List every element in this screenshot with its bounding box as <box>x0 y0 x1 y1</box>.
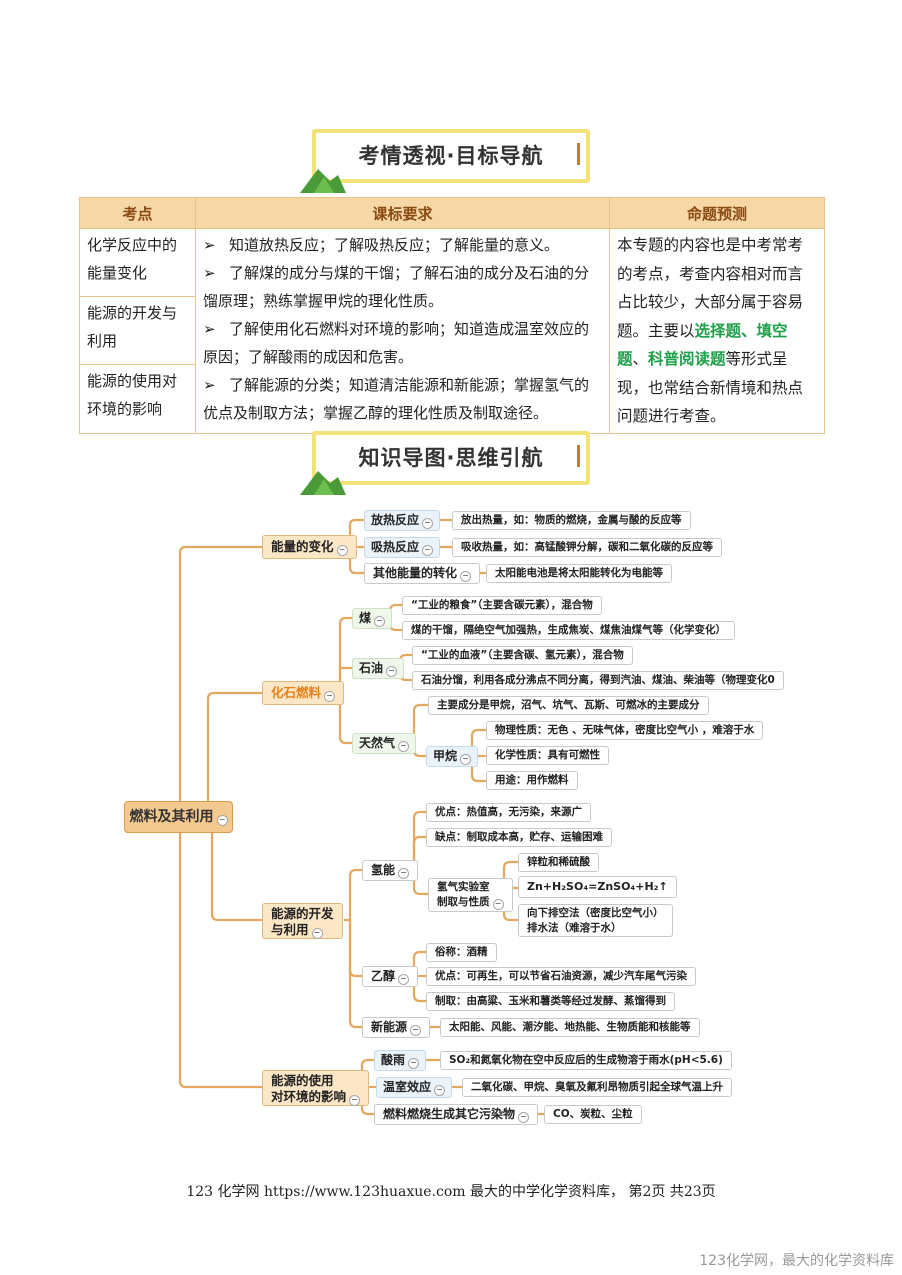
node-new-energy[interactable]: 新能源− <box>362 1017 430 1038</box>
leaf-eth-2: 优点：可再生，可以节省石油资源，减少汽车尾气污染 <box>426 967 696 986</box>
page-footer: 123 化学网 https://www.123huaxue.com 最大的中学化… <box>0 1181 902 1201</box>
node-energy-development[interactable]: 能源的开发 与利用− <box>262 903 343 939</box>
node-h2-lab[interactable]: 氢气实验室 制取与性质− <box>428 878 513 912</box>
leaf-oil-1: “工业的血液”（主要含碳、氢元素），混合物 <box>412 646 633 665</box>
node-exothermic[interactable]: 放热反应− <box>364 510 440 531</box>
leaf-eth-1: 俗称：酒精 <box>426 943 497 962</box>
leaf-coal-1: “工业的粮食”（主要含碳元素），混合物 <box>402 596 602 615</box>
leaf-gas-1: 主要成分是甲烷，沼气、坑气、瓦斯、可燃冰的主要成分 <box>428 696 709 715</box>
node-oil[interactable]: 石油− <box>352 658 404 679</box>
leaf-oil-2: 石油分馏，利用各成分沸点不同分离，得到汽油、煤油、柴油等（物理变化0 <box>412 671 784 690</box>
leaf-lab-2: Zn+H₂SO₄=ZnSO₄+H₂↑ <box>518 876 677 898</box>
collapse-icon[interactable]: − <box>460 754 471 765</box>
node-other-energy[interactable]: 其他能量的转化− <box>364 563 480 584</box>
node-endothermic[interactable]: 吸热反应− <box>364 537 440 558</box>
leaf-endothermic-desc: 吸收热量，如：高锰酸钾分解，碳和二氧化碳的反应等 <box>452 538 722 557</box>
leaf-lab-1: 锌粒和稀硫酸 <box>518 853 599 872</box>
leaf-eth-3: 制取：由高粱、玉米和薯类等经过发酵、蒸馏得到 <box>426 992 675 1011</box>
collapse-icon[interactable]: − <box>518 1112 529 1123</box>
node-greenhouse[interactable]: 温室效应− <box>376 1077 452 1098</box>
node-hydrogen[interactable]: 氢能− <box>362 860 418 881</box>
leaf-methane-2: 化学性质：具有可燃性 <box>486 746 609 765</box>
leaf-h2-cons: 缺点：制取成本高，贮存、运输困难 <box>426 828 612 847</box>
collapse-icon[interactable]: − <box>386 666 397 677</box>
leaf-acid-rain: SO₂和氮氧化物在空中反应后的生成物溶于雨水(pH<5.6) <box>440 1051 732 1070</box>
watermark: 123化学网，最大的化学资料库 <box>699 1250 894 1270</box>
collapse-icon[interactable]: − <box>312 928 323 939</box>
node-ethanol[interactable]: 乙醇− <box>362 966 418 987</box>
node-coal[interactable]: 煤− <box>352 608 392 629</box>
leaf-methane-1: 物理性质：无色 、无味气体，密度比空气小 ，难溶于水 <box>486 721 763 740</box>
collapse-icon[interactable]: − <box>408 1058 419 1069</box>
leaf-methane-3: 用途：用作燃料 <box>486 771 578 790</box>
node-energy-change[interactable]: 能量的变化− <box>262 535 357 559</box>
collapse-icon[interactable]: − <box>410 1025 421 1036</box>
collapse-icon[interactable]: − <box>217 815 228 826</box>
leaf-lab-3: 向下排空法（密度比空气小） 排水法（难溶于水） <box>518 904 673 937</box>
node-acid-rain[interactable]: 酸雨− <box>374 1050 426 1071</box>
node-other-pollutants[interactable]: 燃料燃烧生成其它污染物− <box>374 1104 538 1125</box>
node-environment[interactable]: 能源的使用 对环境的影响− <box>262 1070 369 1106</box>
leaf-other-energy-desc: 太阳能电池是将太阳能转化为电能等 <box>486 564 672 583</box>
root-node[interactable]: 燃料及其利用− <box>124 801 233 833</box>
collapse-icon[interactable]: − <box>337 545 348 556</box>
collapse-icon[interactable]: − <box>460 571 471 582</box>
collapse-icon[interactable]: − <box>324 691 335 702</box>
node-methane[interactable]: 甲烷− <box>426 746 478 767</box>
leaf-exothermic-desc: 放出热量，如：物质的燃烧，金属与酸的反应等 <box>452 511 691 530</box>
collapse-icon[interactable]: − <box>398 741 409 752</box>
collapse-icon[interactable]: − <box>349 1095 360 1106</box>
leaf-greenhouse: 二氧化碳、甲烷、臭氧及氟利昂物质引起全球气温上升 <box>462 1078 732 1097</box>
collapse-icon[interactable]: − <box>398 974 409 985</box>
collapse-icon[interactable]: − <box>398 868 409 879</box>
leaf-pollutants: CO、炭粒、尘粒 <box>544 1105 642 1124</box>
collapse-icon[interactable]: − <box>493 899 504 910</box>
node-fossil-fuels[interactable]: 化石燃料− <box>262 681 344 705</box>
collapse-icon[interactable]: − <box>422 545 433 556</box>
leaf-new-energy: 太阳能、风能、潮汐能、地热能、生物质能和核能等 <box>440 1018 700 1037</box>
leaf-coal-2: 煤的干馏，隔绝空气加强热，生成焦炭、煤焦油煤气等（化学变化） <box>402 621 735 640</box>
collapse-icon[interactable]: − <box>422 518 433 529</box>
collapse-icon[interactable]: − <box>434 1085 445 1096</box>
node-natural-gas[interactable]: 天然气− <box>352 733 416 754</box>
collapse-icon[interactable]: − <box>374 616 385 627</box>
leaf-h2-pros: 优点：热值高，无污染，来源广 <box>426 803 591 822</box>
